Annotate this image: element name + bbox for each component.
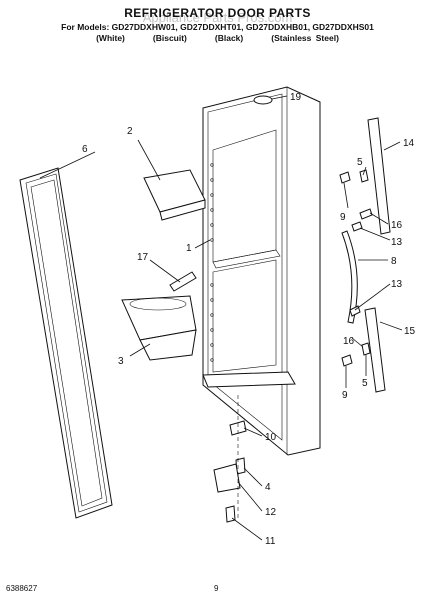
callout-1: 1 <box>186 243 192 254</box>
callout-6: 6 <box>82 144 88 155</box>
color-biscuit: (Biscuit) <box>152 33 187 43</box>
top-trim-strip <box>367 117 391 235</box>
callout-5-lower: 5 <box>362 378 368 389</box>
bin-bracket <box>169 271 197 292</box>
callout-19: 19 <box>290 92 302 103</box>
model-colors: (White) (Biscuit) (Black) (Stainless Steel) <box>0 33 435 43</box>
door-handle <box>341 230 358 324</box>
callout-12: 12 <box>265 507 277 518</box>
page-title: REFRIGERATOR DOOR PARTS <box>124 6 311 20</box>
models-line: For Models: GD27DDXHW01, GD27DDXHT01, GD… <box>61 22 374 32</box>
callout-2: 2 <box>127 126 133 137</box>
callout-17: 17 <box>137 252 149 263</box>
door-shelf-bin <box>121 295 197 361</box>
callout-16-lower: 16 <box>343 336 355 347</box>
callout-14: 14 <box>403 138 415 149</box>
callout-5-upper: 5 <box>357 157 363 168</box>
callout-13-lower: 13 <box>391 279 403 290</box>
callout-10: 10 <box>265 432 277 443</box>
callout-9-upper: 9 <box>340 212 346 223</box>
color-black: (Black) <box>214 33 244 43</box>
page-number: 9 <box>214 584 219 593</box>
callout-8: 8 <box>391 256 397 267</box>
callout-15: 15 <box>404 326 416 337</box>
bottom-trim-strip <box>364 307 386 393</box>
watermark-text: Appliance Parts Pros.com <box>142 10 293 25</box>
callout-11: 11 <box>265 536 276 547</box>
door-plug <box>253 95 273 105</box>
callout-numbers: 19 2 6 14 5 9 16 13 1 17 8 13 3 15 16 5 … <box>82 92 416 547</box>
color-white: (White) <box>96 33 125 43</box>
callout-3: 3 <box>118 356 124 367</box>
upper-door-bin <box>143 169 206 221</box>
door-liner <box>202 86 321 456</box>
document-number: 6388627 <box>6 584 38 593</box>
callout-16-upper: 16 <box>391 220 403 231</box>
leader-lines <box>39 95 403 541</box>
callout-13-upper: 13 <box>391 237 403 248</box>
door-gasket <box>19 167 113 519</box>
fastener-screws <box>213 169 373 523</box>
callout-4: 4 <box>265 482 271 493</box>
color-stainless: (Stainless Steel) <box>271 33 339 43</box>
callout-9-lower: 9 <box>342 390 348 401</box>
